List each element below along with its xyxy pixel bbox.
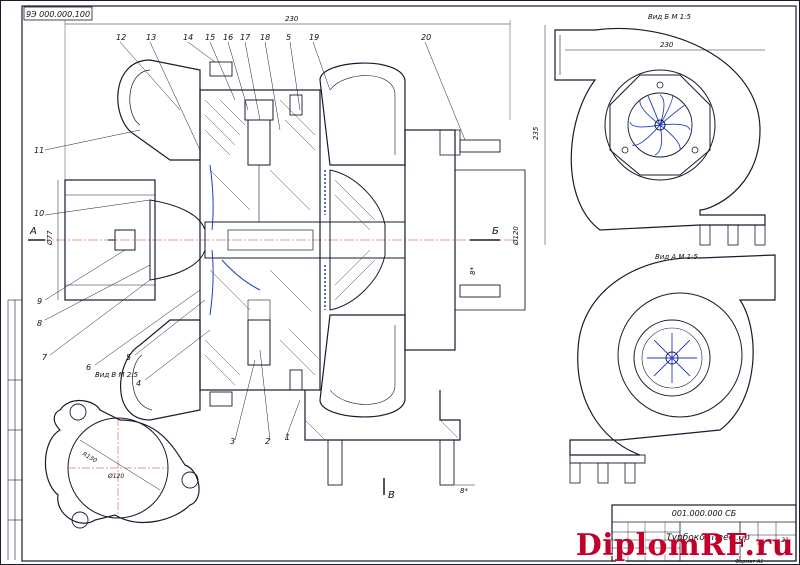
view-a-label: Вид А М 1:5 <box>655 253 699 261</box>
callout-18: 18 <box>260 33 270 42</box>
dim-overall-width: 230 <box>285 15 299 23</box>
dim-flange-r: R130 <box>81 451 98 465</box>
stamp-top-text: 9Э 000.000.100 <box>26 10 90 19</box>
title-block-format: Формат А1 <box>735 559 763 565</box>
callout-7: 7 <box>42 353 48 362</box>
dim-right-dia: Ø120 <box>512 226 520 246</box>
callout-6: 6 <box>86 363 91 372</box>
callout-5b: 5 <box>286 33 291 42</box>
title-block-code: 001.000.000 СБ <box>672 509 737 518</box>
stamp-top-box <box>23 6 93 21</box>
dim-bottom: 8* <box>460 487 468 495</box>
callout-8: 8 <box>37 319 42 328</box>
callout-2: 2 <box>265 437 270 446</box>
callout-20: 20 <box>421 33 431 42</box>
dim-flange-dia: Ø120 <box>107 473 124 480</box>
view-a: Вид А М 1:5 <box>569 253 776 484</box>
bearing-housing <box>199 89 321 391</box>
callout-3: 3 <box>230 437 235 446</box>
callout-16: 16 <box>223 33 233 42</box>
callout-19: 19 <box>309 33 319 42</box>
dim-right-view-width: 230 <box>660 41 674 49</box>
callout-17: 17 <box>240 33 251 42</box>
callout-4: 4 <box>136 379 141 388</box>
callout-14: 14 <box>183 33 193 42</box>
dim-left-dia: Ø77 <box>46 230 54 246</box>
callout-12: 12 <box>116 33 126 42</box>
view-b: Вид Б М 1:5 230 235 <box>532 13 766 246</box>
callout-11: 11 <box>34 146 44 155</box>
main-section-view: 230 <box>28 15 526 501</box>
inner-frame <box>21 5 797 562</box>
section-mark-v: В <box>388 490 395 501</box>
watermark-logo: DiplomRF.ru <box>575 528 794 563</box>
section-mark-b: Б <box>492 226 499 237</box>
callout-10: 10 <box>34 209 44 218</box>
callout-15: 15 <box>205 33 215 42</box>
callout-9: 9 <box>37 297 42 306</box>
view-v-label: Вид В М 2:5 <box>95 371 139 379</box>
dim-thread: 8* <box>469 267 477 275</box>
callouts: 1 2 3 4 5 6 7 8 9 10 11 12 13 14 15 16 1… <box>34 33 466 446</box>
title-block: 001.000.000 СБ Турбокомпрессор 21 Формат… <box>611 504 797 565</box>
section-mark-a: А <box>29 226 37 237</box>
callout-13: 13 <box>146 33 156 42</box>
view-b-label: Вид Б М 1:5 <box>648 13 692 21</box>
view-v-flange: Вид В М 2:5 R130 Ø120 <box>44 371 200 529</box>
callout-1: 1 <box>285 433 290 442</box>
title-block-sheet-no: 21 <box>781 537 789 544</box>
callout-5a: 5 <box>126 353 131 362</box>
title-block-name: Турбокомпрессор <box>666 533 750 543</box>
dim-right-view-height: 235 <box>532 126 540 140</box>
